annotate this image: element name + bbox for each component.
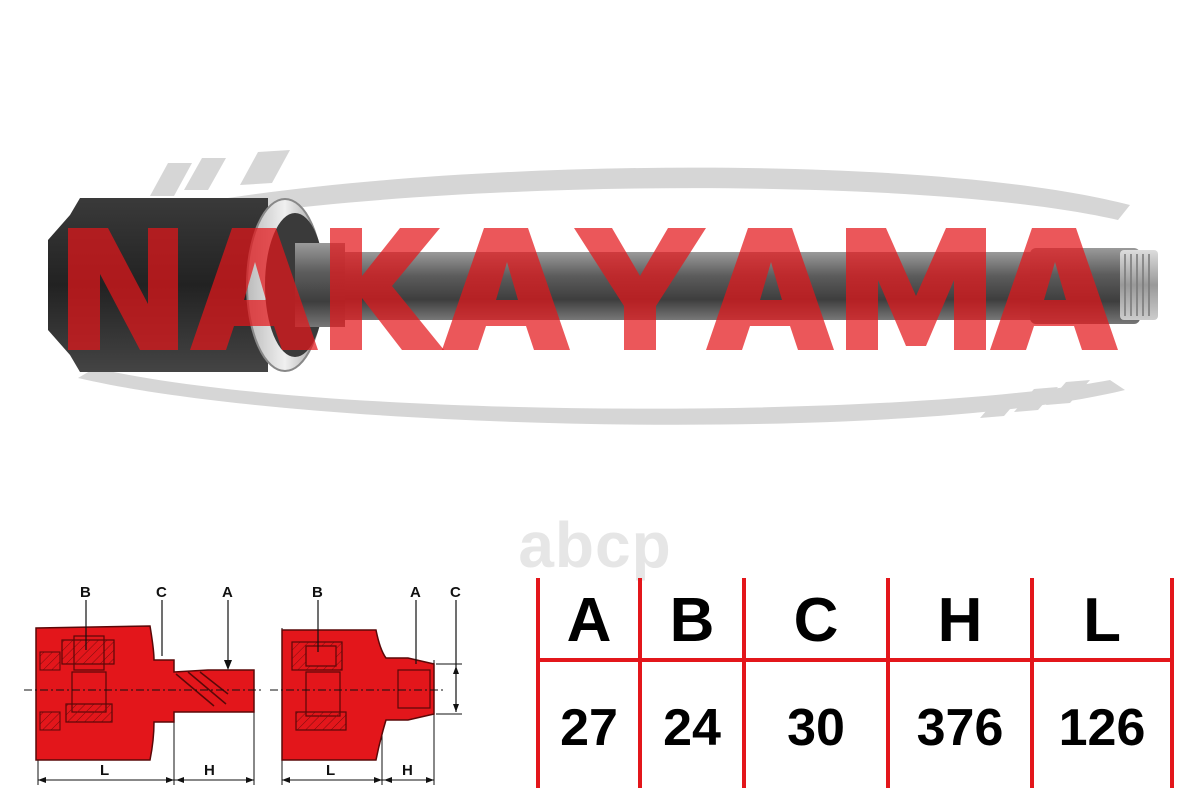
spec-table: A B C H L 27 24 30 376 126 <box>536 578 1174 788</box>
brand-logo <box>68 228 1118 350</box>
diagram-right-label-a: A <box>410 584 421 601</box>
diagram-right-label-c: C <box>450 584 461 601</box>
cv-joint-diagram-left: B C A L H <box>24 584 262 785</box>
table-divider-vertical <box>1170 578 1174 788</box>
table-divider-vertical <box>1030 578 1034 788</box>
spline-end <box>1120 250 1158 320</box>
watermark-text: abcp <box>518 509 672 581</box>
table-value-h: 376 <box>916 699 1004 757</box>
diagram-left-label-l: L <box>100 762 109 779</box>
table-divider-horizontal <box>536 658 1174 662</box>
diagram-left-label-c: C <box>156 584 167 601</box>
table-header-l: L <box>1083 585 1121 655</box>
table-divider-vertical <box>886 578 890 788</box>
table-value-l: 126 <box>1058 699 1146 757</box>
cv-joint-diagram-right: B A C L H <box>270 584 462 785</box>
table-header-a: A <box>566 585 612 655</box>
logo-swoosh-top <box>78 150 1130 242</box>
diagram-left-label-b: B <box>80 584 91 601</box>
table-value-b: 24 <box>663 699 721 757</box>
table-value-a: 27 <box>560 699 618 757</box>
table-value-c: 30 <box>787 699 845 757</box>
table-divider-vertical <box>536 578 540 788</box>
diagram-right-label-l: L <box>326 762 335 779</box>
diagram-right-label-h: H <box>402 762 413 779</box>
logo-swoosh-bottom <box>78 368 1125 425</box>
table-header-c: C <box>793 585 839 655</box>
table-header-h: H <box>937 585 983 655</box>
diagram-left-label-a: A <box>222 584 233 601</box>
diagram-right-label-b: B <box>312 584 323 601</box>
table-divider-vertical <box>742 578 746 788</box>
diagram-left-label-h: H <box>204 762 215 779</box>
table-header-b: B <box>669 585 715 655</box>
table-divider-vertical <box>638 578 642 788</box>
